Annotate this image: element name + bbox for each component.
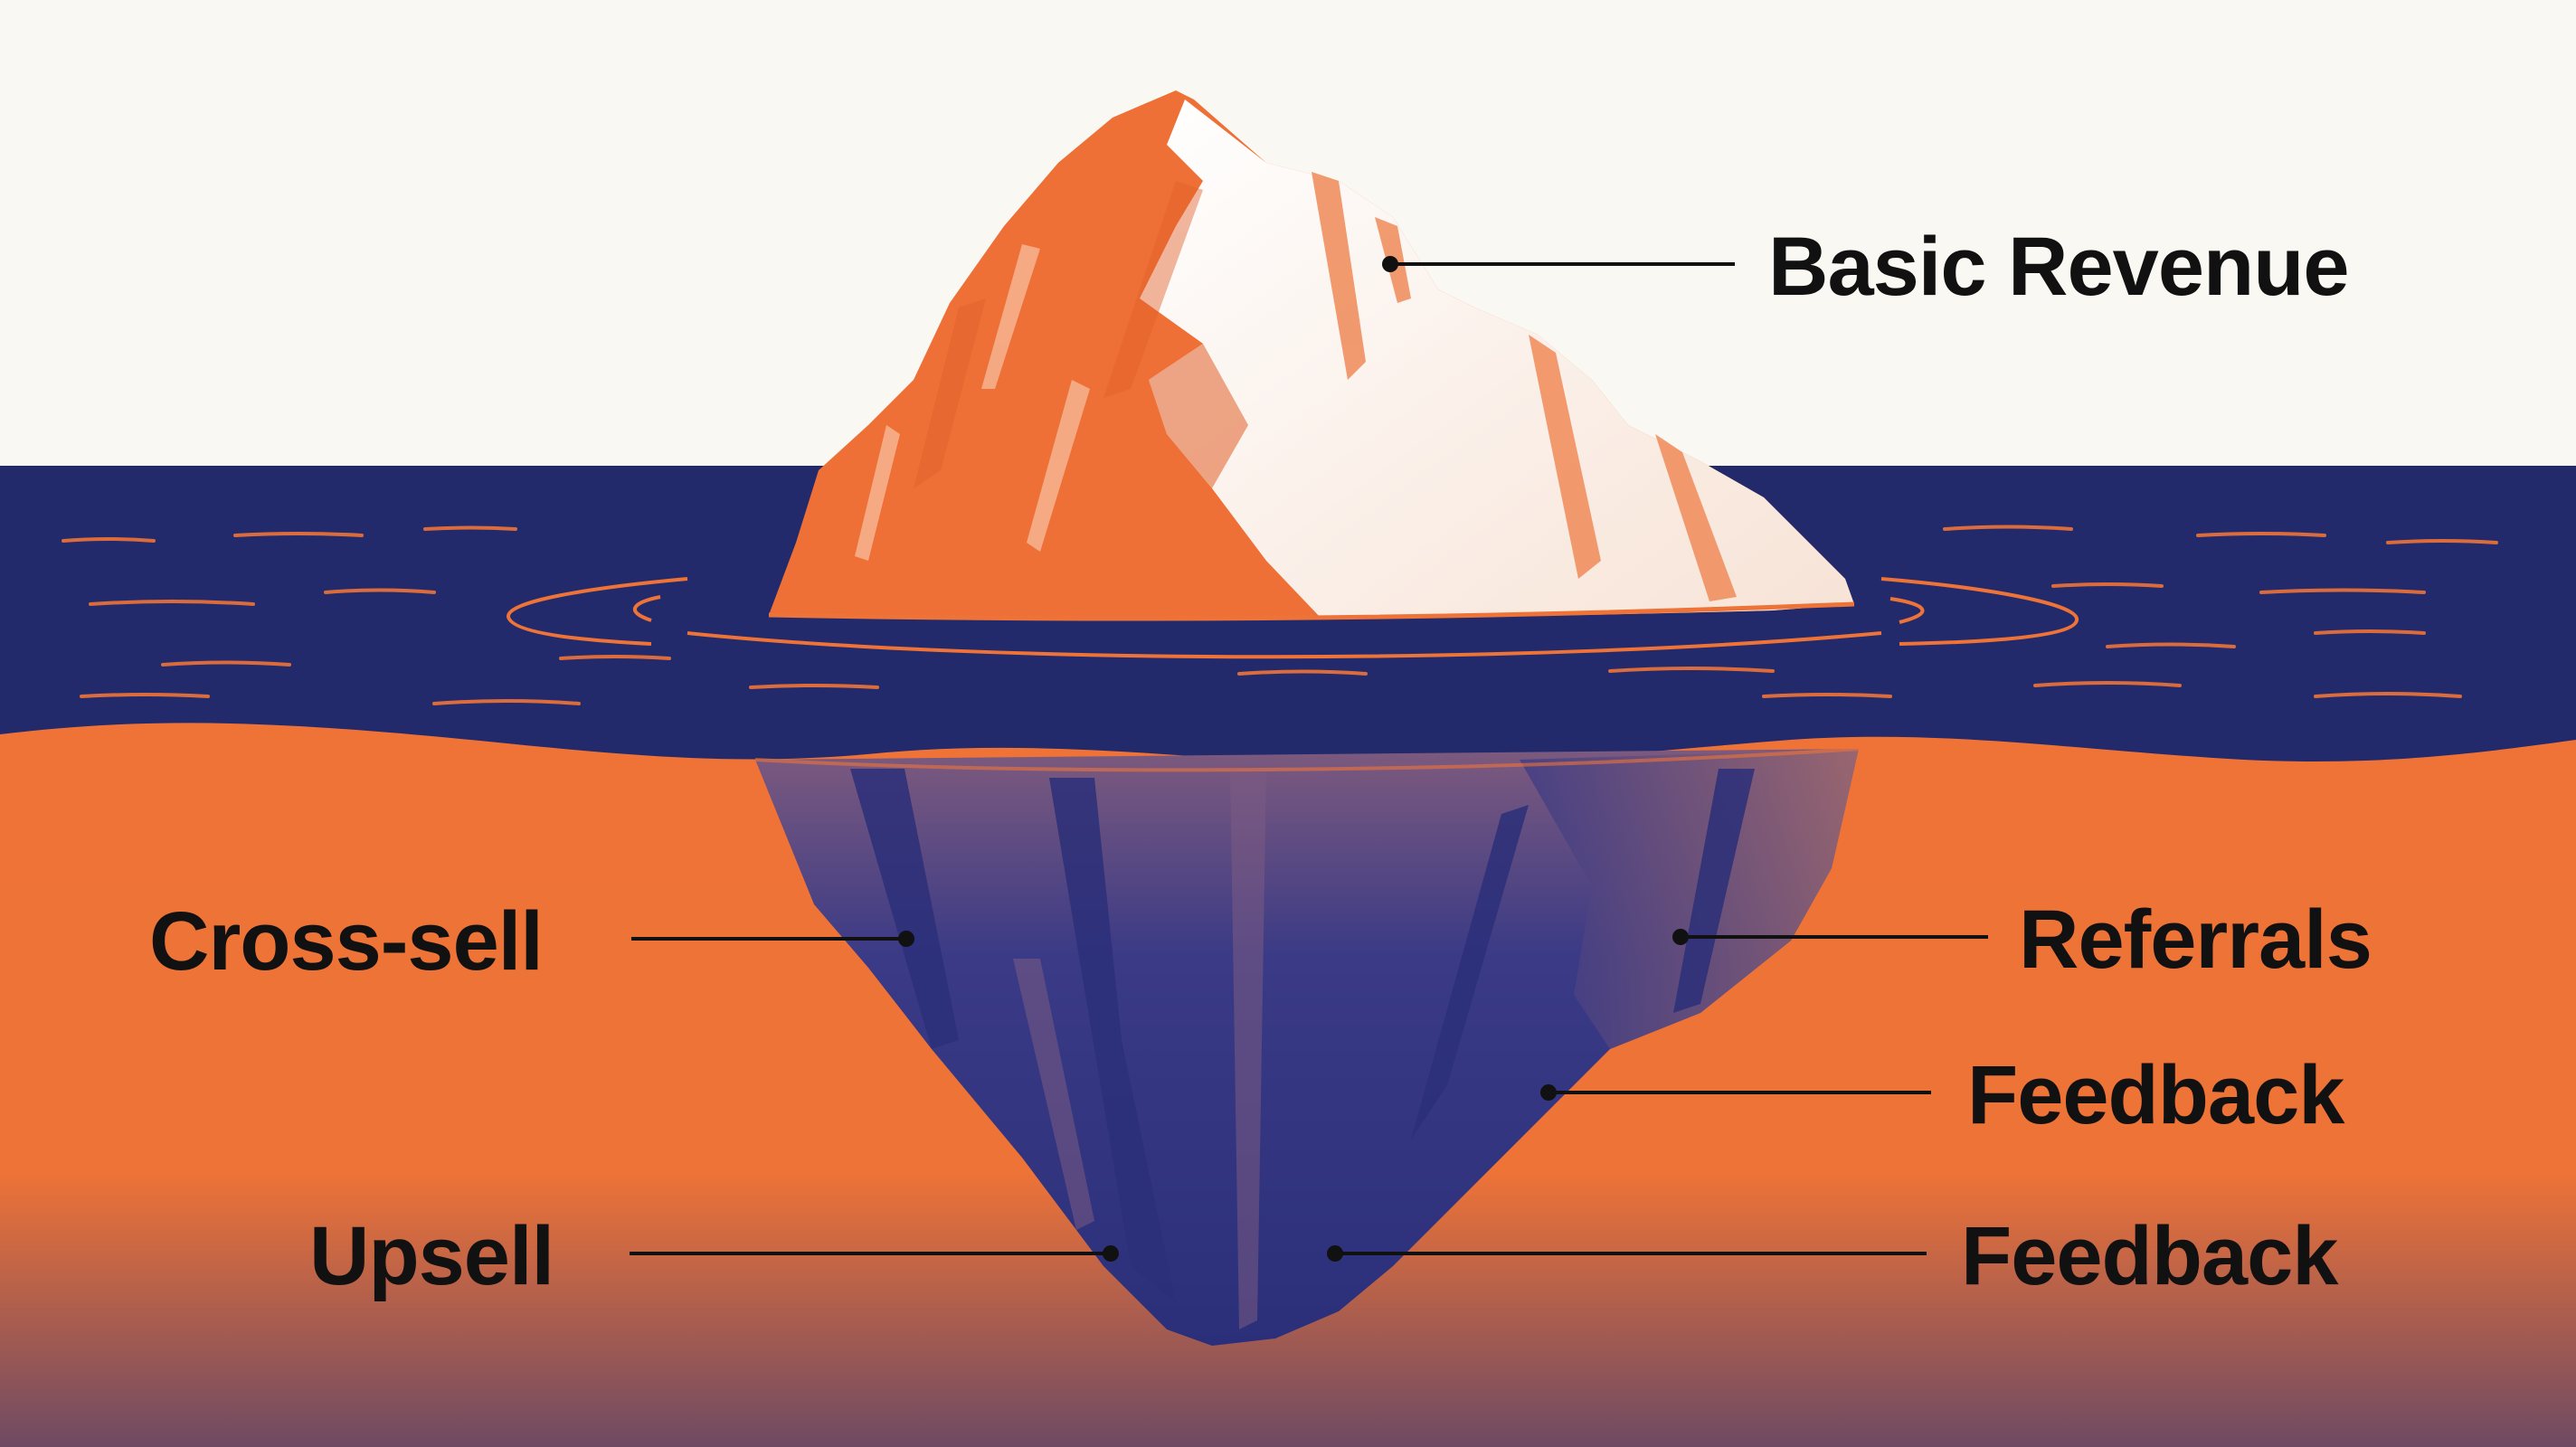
leader-upsell — [630, 1245, 1119, 1262]
label-feedback-upper: Feedback — [1967, 1049, 2345, 1141]
water-ripples — [62, 525, 2498, 705]
leader-basic-revenue — [1382, 256, 1735, 272]
label-referrals: Referrals — [2019, 894, 2372, 986]
label-feedback-lower: Feedback — [1961, 1210, 2339, 1302]
iceberg-ripple-rings — [507, 577, 2079, 659]
leader-feedback-lower — [1327, 1245, 1927, 1262]
submerged-iceberg — [754, 747, 1860, 1346]
label-basic-revenue: Basic Revenue — [1768, 221, 2349, 313]
label-upsell: Upsell — [309, 1210, 554, 1302]
leader-cross-sell — [631, 931, 914, 947]
label-cross-sell: Cross-sell — [149, 895, 543, 988]
iceberg-tip — [768, 90, 1855, 621]
leader-referrals — [1672, 929, 1988, 945]
leader-feedback-upper — [1540, 1084, 1931, 1101]
